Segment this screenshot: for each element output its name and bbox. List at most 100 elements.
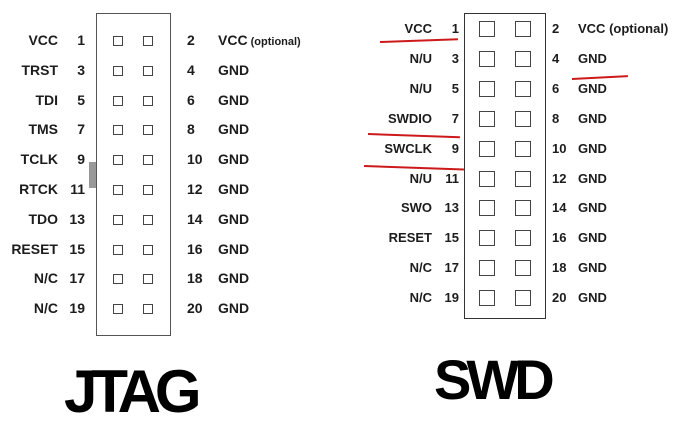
swd-left-signal-label: SWO (400, 200, 432, 216)
swd-pin-pad (515, 260, 531, 277)
swd-pin-pad (515, 200, 531, 217)
swd-right-signal-name: GND (578, 110, 607, 126)
swd-pin-pad (515, 140, 531, 157)
jtag-right-signal-label: GND (218, 242, 249, 256)
jtag-left-pin-number: 19 (69, 300, 85, 317)
jtag-pin-pad (113, 244, 123, 255)
jtag-optional-note: (optional) (247, 36, 301, 48)
jtag-pin-pad (143, 185, 153, 195)
jtag-left-pin-number: 7 (77, 121, 85, 138)
jtag-right-signal-name: GND (218, 300, 250, 317)
jtag-left-signal-label: RTCK (19, 181, 58, 197)
jtag-left-pin-number: 17 (69, 270, 85, 287)
swd-right-signal-label: GND (578, 201, 607, 214)
jtag-left-signal-label: N/C (33, 270, 58, 287)
swd-right-pin-number: 14 (552, 200, 567, 216)
jtag-left-signal-label: N/C (33, 300, 58, 317)
swd-left-pin-number: 15 (444, 230, 459, 246)
swd-pin-pad (515, 21, 531, 37)
jtag-right-signal-label: GND (218, 212, 249, 226)
jtag-left-pin-number: 5 (77, 91, 85, 108)
jtag-key-notch (89, 162, 96, 188)
jtag-left-pin-number: 9 (77, 151, 85, 168)
jtag-right-signal-label: VCC (optional) (218, 33, 301, 48)
swd-pin-pad (479, 170, 495, 187)
jtag-right-signal-name: GND (218, 151, 250, 168)
swd-pin-pad (479, 80, 495, 97)
swd-right-pin-number: 2 (552, 21, 560, 36)
swd-right-pin-number: 8 (552, 110, 560, 126)
swd-left-signal-label: N/C (409, 290, 432, 306)
jtag-right-signal-name: GND (218, 181, 250, 197)
swd-right-pin-number: 4 (552, 50, 560, 66)
swd-right-signal-label: GND (578, 261, 607, 274)
jtag-right-signal-label: GND (218, 301, 249, 315)
swd-pin-pad (479, 230, 495, 247)
swd-right-signal-label: GND (578, 52, 607, 65)
swd-left-pin-number: 19 (444, 290, 459, 306)
jtag-left-signal-label: TDO (28, 210, 58, 227)
jtag-right-signal-label: GND (218, 182, 249, 196)
jtag-right-pin-number: 8 (187, 121, 195, 138)
jtag-pin-pad (113, 185, 123, 195)
swd-right-signal-label: GND (578, 142, 607, 155)
jtag-pin-pad (113, 65, 123, 76)
jtag-right-pin-number: 14 (187, 210, 203, 227)
jtag-left-signal-label: TMS (28, 121, 58, 138)
swd-left-pin-number: 13 (444, 200, 459, 216)
swd-left-pin-number: 9 (451, 140, 459, 156)
jtag-right-signal-label: GND (218, 152, 249, 166)
jtag-pin-pad (113, 36, 123, 46)
swd-right-signal-name: GND (578, 50, 607, 66)
jtag-pin-pad (143, 244, 153, 255)
jtag-left-pin-number: 13 (69, 210, 85, 227)
swd-pin-pad (515, 110, 531, 127)
swd-right-signal-name: GND (578, 230, 607, 246)
swd-right-signal-name: GND (578, 260, 607, 276)
swd-optional-note: (optional) (605, 21, 669, 36)
jtag-right-signal-name: GND (218, 270, 250, 287)
swd-pin-pad (515, 80, 531, 97)
swd-right-signal-name: GND (578, 170, 607, 186)
swd-pin-pad (479, 290, 495, 307)
swd-left-signal-label: N/U (409, 80, 432, 96)
jtag-pin-pad (113, 274, 123, 285)
jtag-right-pin-number: 4 (187, 61, 195, 78)
jtag-right-pin-number: 6 (187, 91, 195, 108)
jtag-left-pin-number: 3 (77, 61, 85, 78)
jtag-right-signal-label: GND (218, 271, 249, 285)
swd-left-signal-label: N/U (409, 50, 432, 66)
jtag-left-signal-label: TCLK (20, 151, 58, 168)
swd-right-pin-number: 18 (552, 260, 567, 276)
jtag-right-pin-number: 16 (187, 240, 203, 257)
jtag-pin-pad (143, 95, 153, 106)
jtag-left-signal-label: TDI (35, 91, 58, 108)
jtag-right-signal-name: VCC (218, 32, 248, 48)
jtag-pin-pad (143, 125, 153, 136)
jtag-right-signal-label: GND (218, 93, 249, 107)
swd-pin-pad (515, 290, 531, 307)
jtag-right-signal-label: GND (218, 63, 249, 77)
swd-left-pin-number: 17 (444, 260, 459, 276)
jtag-left-pin-number: 11 (70, 181, 85, 197)
jtag-pin-pad (143, 274, 153, 285)
vcc-underline (379, 38, 458, 43)
jtag-left-signal-label: VCC (28, 32, 58, 48)
swd-connector-body (464, 13, 546, 319)
swd-pin-pad (515, 50, 531, 67)
swd-right-pin-number: 6 (552, 80, 560, 96)
jtag-right-pin-number: 18 (187, 270, 203, 287)
jtag-pin-pad (113, 125, 123, 136)
jtag-left-pin-number: 1 (77, 32, 85, 48)
swd-left-signal-label: SWCLK (384, 140, 432, 156)
swd-pin-pad (479, 140, 495, 157)
swd-right-pin-number: 16 (552, 230, 567, 246)
jtag-pin-pad (113, 214, 123, 225)
swd-right-signal-name: VCC (578, 21, 606, 36)
jtag-pin-pad (143, 214, 153, 225)
jtag-pin-pad (113, 155, 123, 166)
swd-title: SWD (434, 348, 555, 411)
swd-right-signal-name: GND (578, 200, 607, 216)
swd-pin-pad (479, 21, 495, 37)
